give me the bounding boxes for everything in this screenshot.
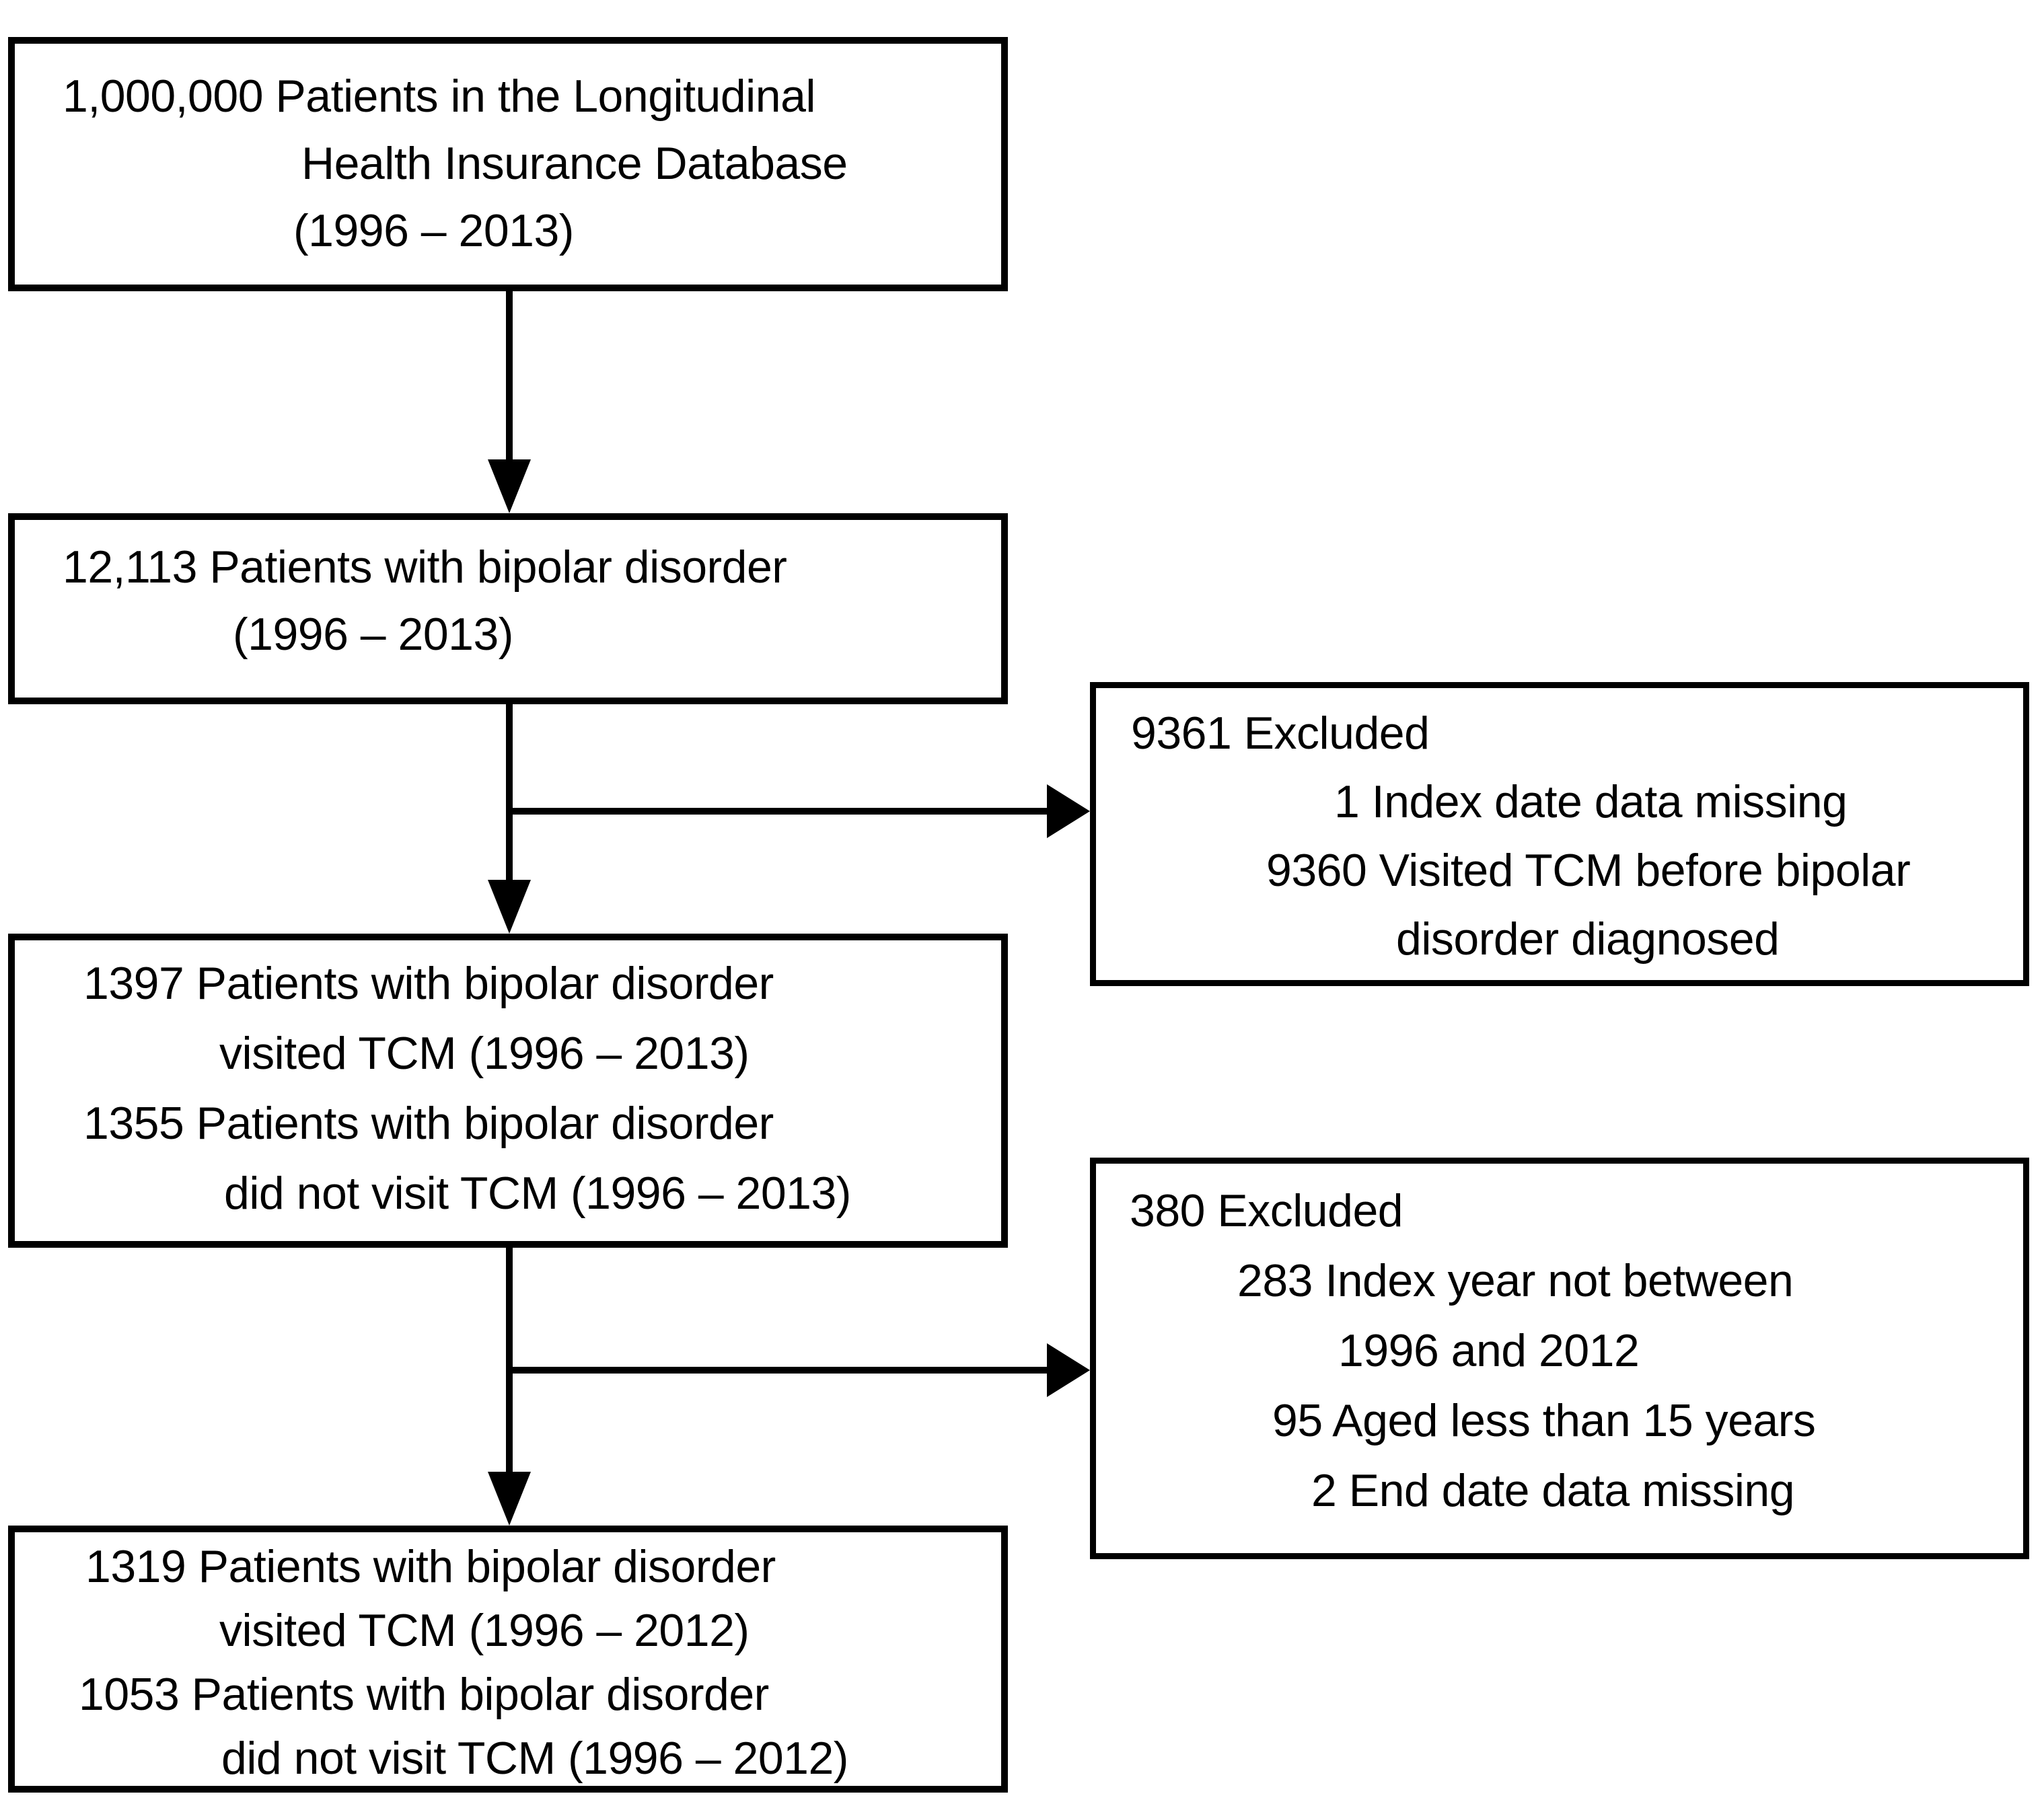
- box-bipolar-all: 12,113 Patients with bipolar disorder (1…: [8, 513, 1008, 704]
- tcm-split-2013-line-2: visited TCM (1996 – 2013): [219, 1028, 750, 1079]
- tcm-split-2013-line-1: 1397 Patients with bipolar disorder: [83, 958, 774, 1009]
- arrowhead-right-icon: [1047, 784, 1090, 838]
- excluded-first-line-4: disorder diagnosed: [1396, 913, 1780, 965]
- arrowhead-down-icon: [488, 880, 531, 934]
- tcm-split-2012-line-1: 1319 Patients with bipolar disorder: [85, 1541, 776, 1592]
- connector-branch-to-excluded1-line: [506, 808, 1048, 815]
- tcm-split-2012-line-2: visited TCM (1996 – 2012): [219, 1605, 750, 1656]
- excluded-first-line-2: 1 Index date data missing: [1334, 776, 1848, 827]
- excluded-second-line-2: 283 Index year not between: [1237, 1255, 1794, 1306]
- box-cohort-source: 1,000,000 Patients in the Longitudinal H…: [8, 37, 1008, 291]
- excluded-second-line-4: 95 Aged less than 15 years: [1272, 1395, 1816, 1446]
- cohort-source-line-2: Health Insurance Database: [301, 138, 848, 189]
- arrowhead-down-icon: [488, 459, 531, 513]
- excluded-second-line-1: 380 Excluded: [1130, 1185, 1403, 1236]
- cohort-source-line-3: (1996 – 2013): [293, 205, 574, 256]
- box-tcm-split-1996-2013: 1397 Patients with bipolar disorder visi…: [8, 934, 1008, 1248]
- box-excluded-second: 380 Excluded 283 Index year not between …: [1090, 1158, 2029, 1559]
- excluded-second-line-5: 2 End date data missing: [1311, 1465, 1795, 1516]
- arrowhead-right-icon: [1047, 1343, 1090, 1397]
- bipolar-all-line-1: 12,113 Patients with bipolar disorder: [63, 541, 787, 593]
- bipolar-all-line-2: (1996 – 2013): [233, 609, 513, 660]
- arrowhead-down-icon: [488, 1472, 531, 1526]
- excluded-second-line-3: 1996 and 2012: [1338, 1325, 1640, 1376]
- connector-branch-to-excluded2-line: [506, 1367, 1048, 1374]
- box-tcm-split-1996-2012: 1319 Patients with bipolar disorder visi…: [8, 1526, 1008, 1793]
- box-excluded-first: 9361 Excluded 1 Index date data missing …: [1090, 682, 2029, 986]
- cohort-source-line-1: 1,000,000 Patients in the Longitudinal: [63, 71, 816, 122]
- tcm-split-2013-line-3: 1355 Patients with bipolar disorder: [83, 1098, 774, 1149]
- excluded-first-line-1: 9361 Excluded: [1131, 708, 1430, 759]
- connector-split-to-final-line: [506, 1248, 513, 1473]
- connector-bipolar-to-split-line: [506, 704, 513, 881]
- tcm-split-2012-line-4: did not visit TCM (1996 – 2012): [221, 1733, 848, 1784]
- tcm-split-2012-line-3: 1053 Patients with bipolar disorder: [79, 1669, 769, 1720]
- excluded-first-line-3: 9360 Visited TCM before bipolar: [1266, 845, 1911, 896]
- connector-source-to-bipolar-line: [506, 291, 513, 461]
- tcm-split-2013-line-4: did not visit TCM (1996 – 2013): [224, 1168, 851, 1219]
